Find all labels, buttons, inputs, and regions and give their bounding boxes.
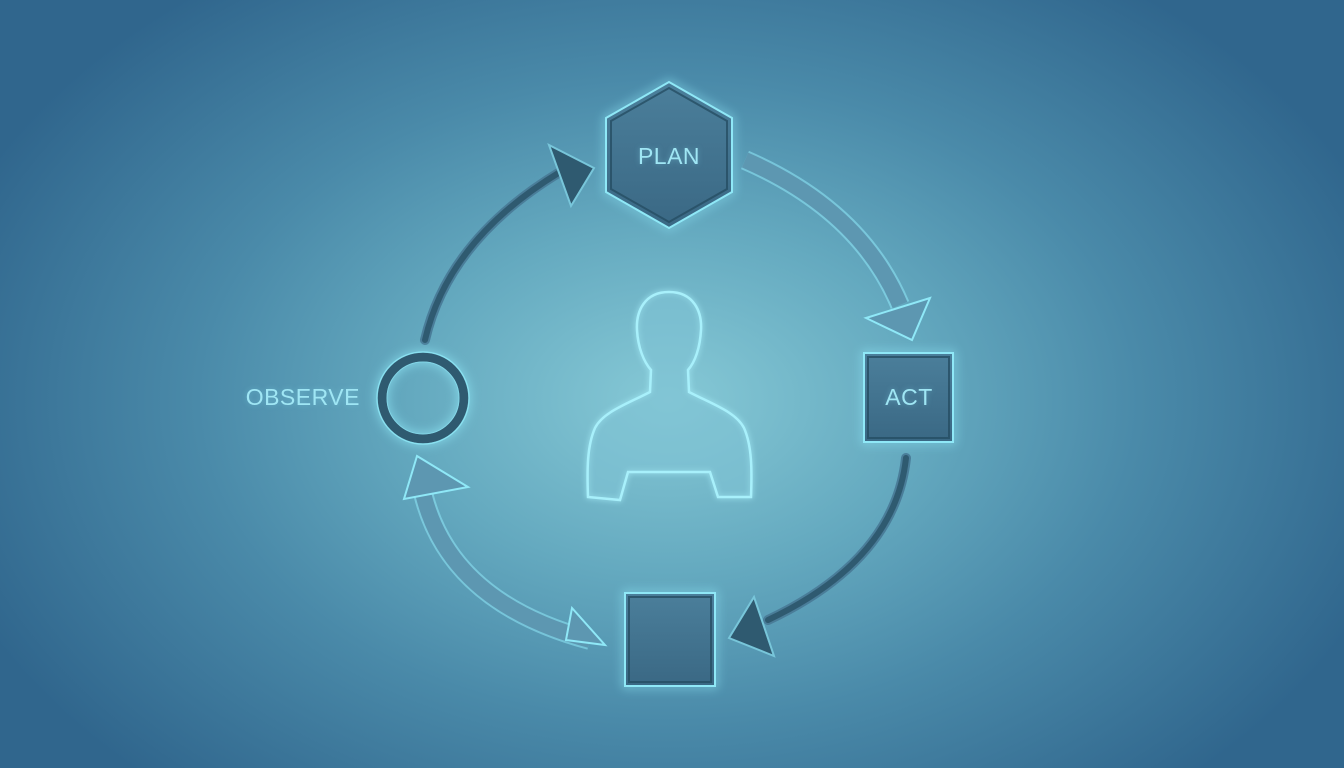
arrow-bottom-to-observe: [402, 454, 608, 650]
arrowhead-icon: [547, 142, 596, 209]
person-silhouette-icon: [586, 290, 753, 502]
arrow-plan-to-act: [741, 150, 932, 342]
arrowhead-icon: [863, 296, 932, 342]
node-plan: [604, 79, 734, 231]
node-bottom: [623, 591, 717, 688]
node-observe: [375, 350, 471, 446]
arrowhead-icon: [727, 594, 776, 658]
arrow-observe-to-plan: [420, 142, 596, 345]
arrowhead-icon: [564, 605, 608, 647]
observe-label: OBSERVE: [245, 384, 360, 410]
act-label: ACT: [885, 384, 933, 410]
plan-label: PLAN: [637, 143, 701, 169]
arrowhead-icon: [402, 454, 471, 501]
node-act: [862, 351, 955, 444]
arrow-act-to-bottom: [727, 453, 911, 658]
